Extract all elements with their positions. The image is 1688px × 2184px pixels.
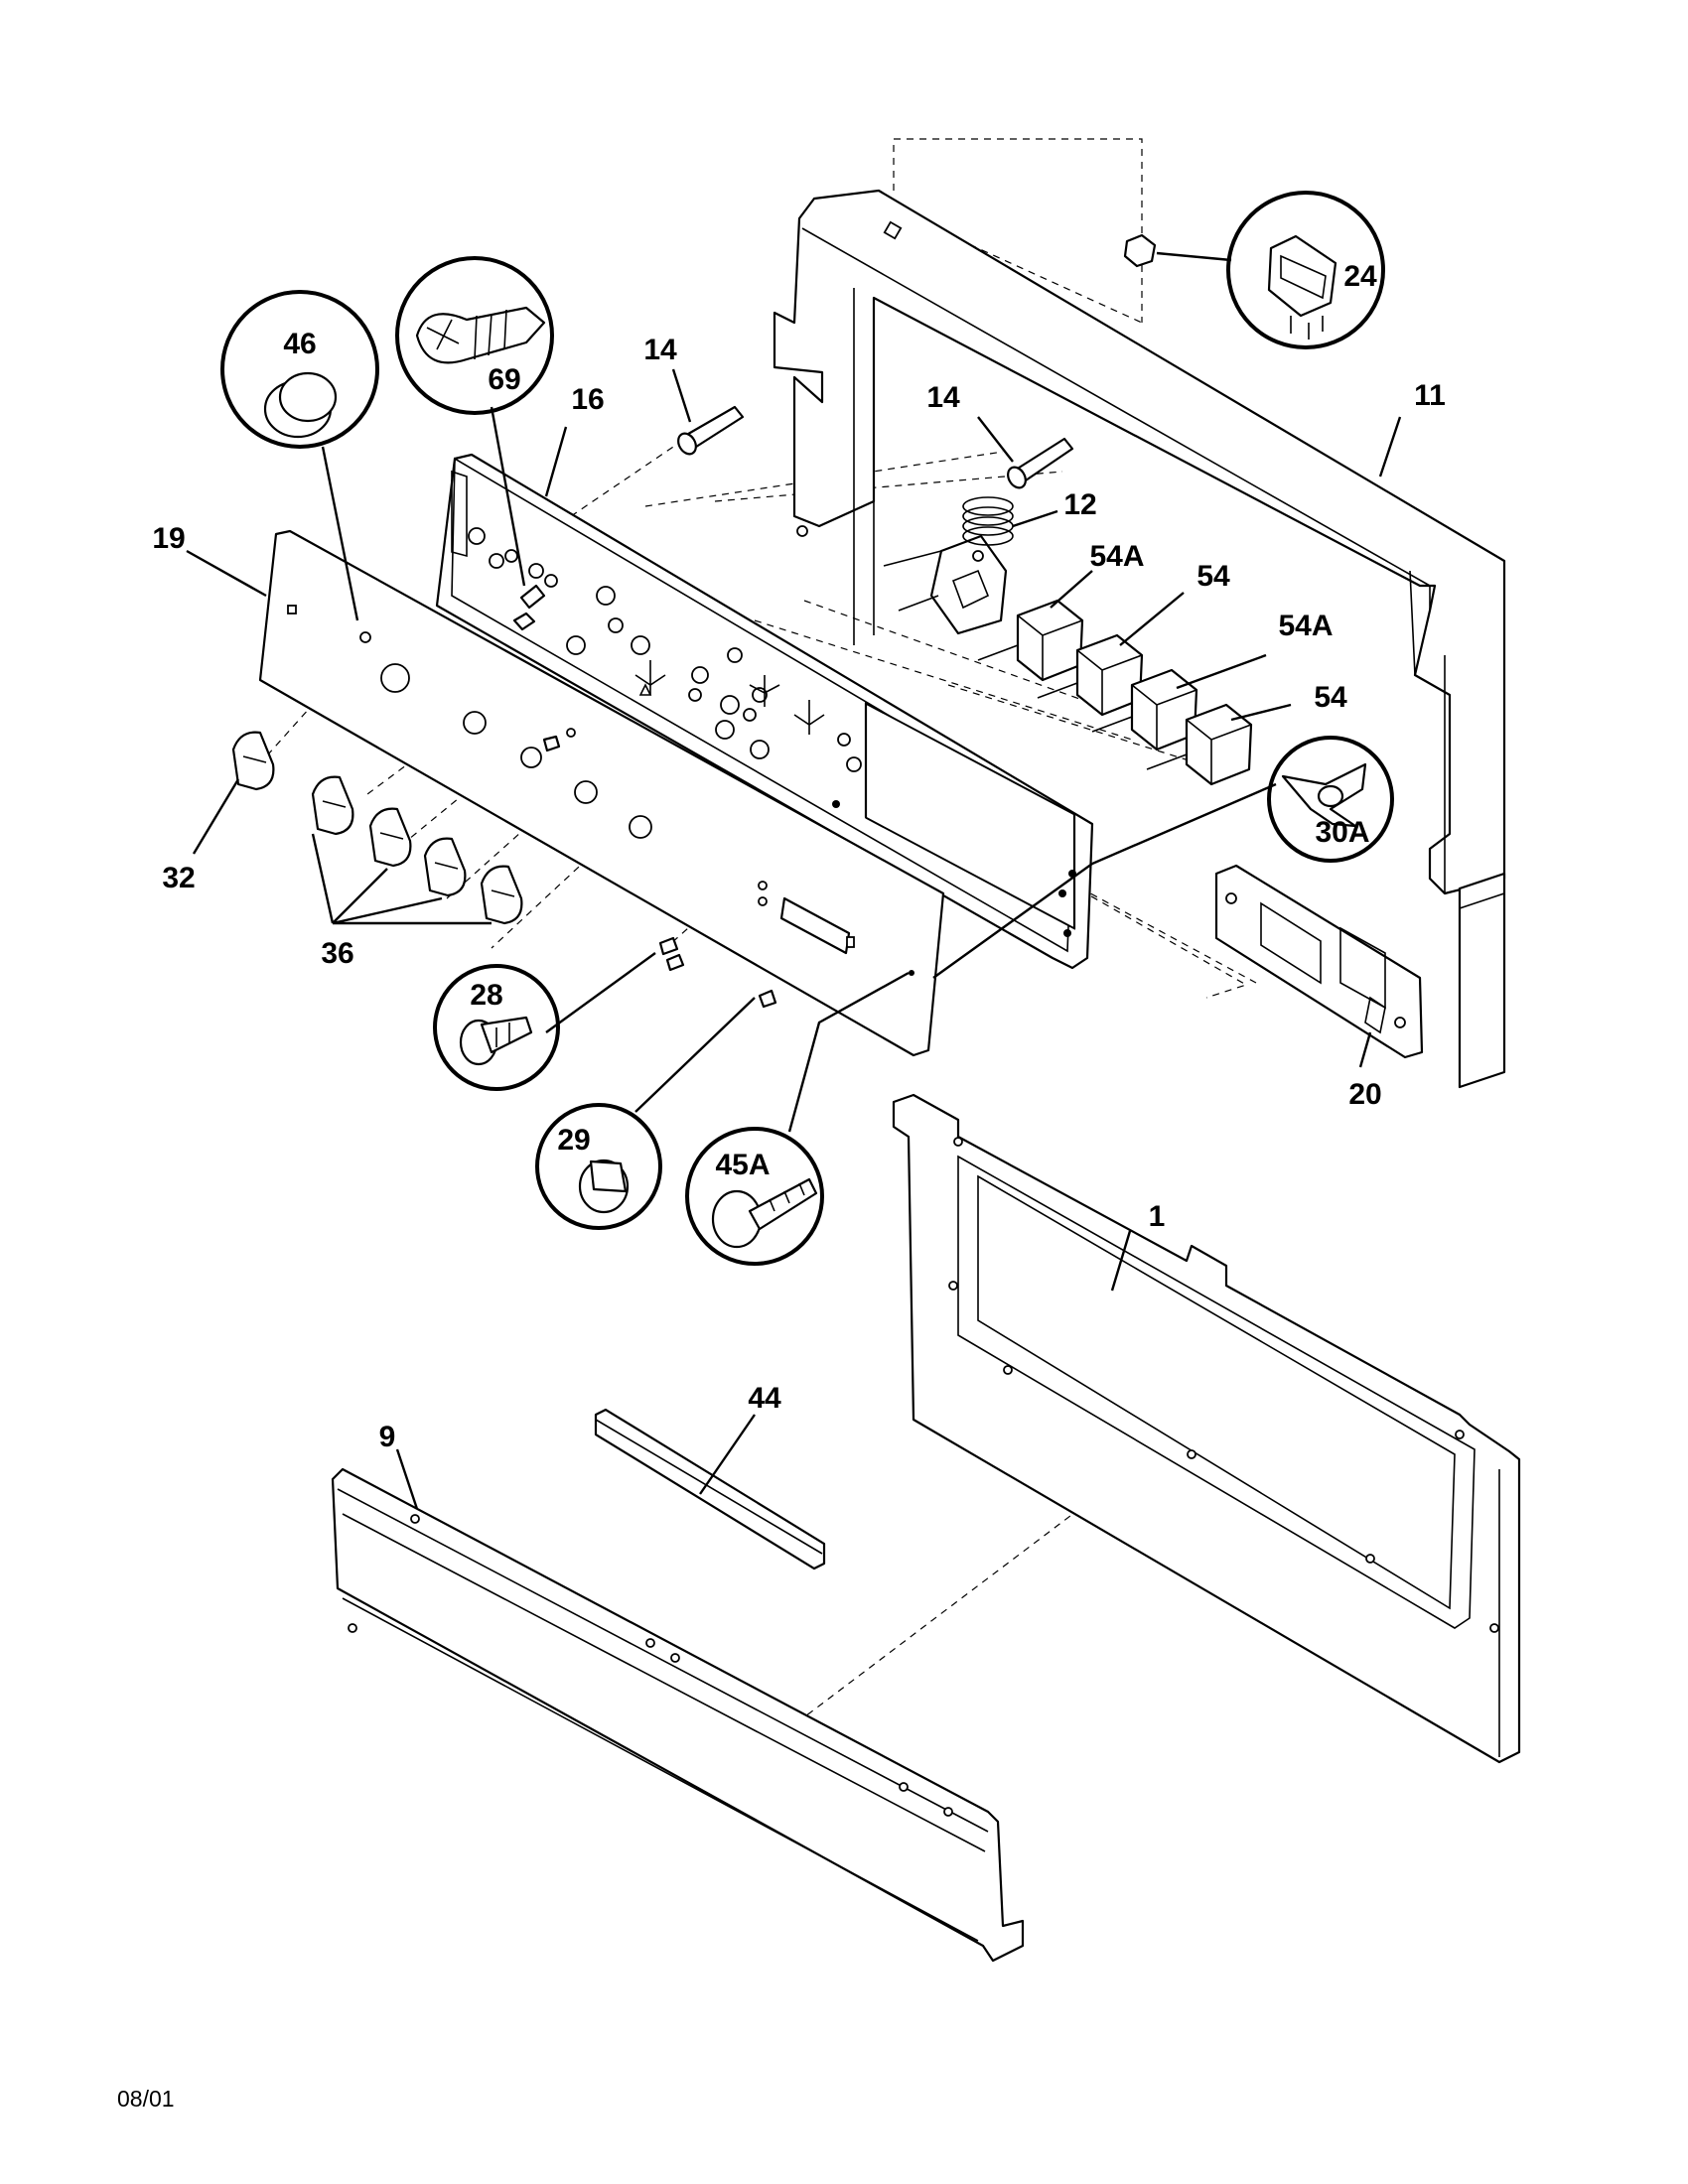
label-20: 20 <box>1348 1078 1381 1111</box>
label-19: 19 <box>152 522 185 555</box>
part-11-back-guard <box>773 189 1506 1089</box>
label-14a: 14 <box>643 334 677 366</box>
part-1-lower-panel <box>892 1093 1521 1764</box>
label-11: 11 <box>1414 379 1446 412</box>
label-69: 69 <box>488 363 520 396</box>
label-29: 29 <box>557 1124 590 1157</box>
label-36: 36 <box>321 937 353 970</box>
part-number-labels: 46 69 14 16 14 12 11 24 54A 54 54A 54 19… <box>152 260 1446 1453</box>
part-20-bracket <box>1214 864 1424 1059</box>
label-9: 9 <box>379 1421 396 1453</box>
detail-circle-45A <box>685 1127 824 1266</box>
detail-circle-29 <box>535 1103 662 1230</box>
label-12: 12 <box>1063 488 1096 521</box>
detail-circle-69 <box>395 256 554 415</box>
part-16-control-panel-backing <box>435 453 1094 970</box>
label-46: 46 <box>283 328 316 360</box>
label-54Ab: 54A <box>1278 610 1333 642</box>
label-14b: 14 <box>926 381 960 414</box>
part-12-thermostat <box>883 496 1014 635</box>
label-54a: 54 <box>1196 560 1230 593</box>
part-19-control-panel <box>258 529 945 1057</box>
label-54b: 54 <box>1314 681 1347 714</box>
leader-lines <box>186 368 1402 1510</box>
label-30A: 30A <box>1315 816 1369 849</box>
part-14-indicator-lights <box>677 405 1074 489</box>
detail-circle-24 <box>1123 191 1385 349</box>
label-45A: 45A <box>715 1149 770 1181</box>
part-36-knobs <box>311 775 523 925</box>
label-16: 16 <box>571 383 604 416</box>
label-28: 28 <box>470 979 502 1012</box>
label-44: 44 <box>748 1382 781 1415</box>
part-32-knob <box>231 731 275 791</box>
part-54-switches <box>977 599 1253 786</box>
label-54Aa: 54A <box>1089 540 1144 573</box>
panel-fasteners <box>512 584 777 1009</box>
detail-circle-46 <box>220 290 379 449</box>
date-code: 08/01 <box>117 2086 175 2112</box>
detail-circle-30A <box>1267 736 1394 863</box>
detail-circle-28 <box>433 964 560 1091</box>
label-1: 1 <box>1149 1200 1166 1233</box>
label-24: 24 <box>1343 260 1377 293</box>
label-32: 32 <box>162 862 195 894</box>
part-9-kick-plate <box>331 1467 1025 1963</box>
part-44-trim-strip <box>594 1408 826 1570</box>
